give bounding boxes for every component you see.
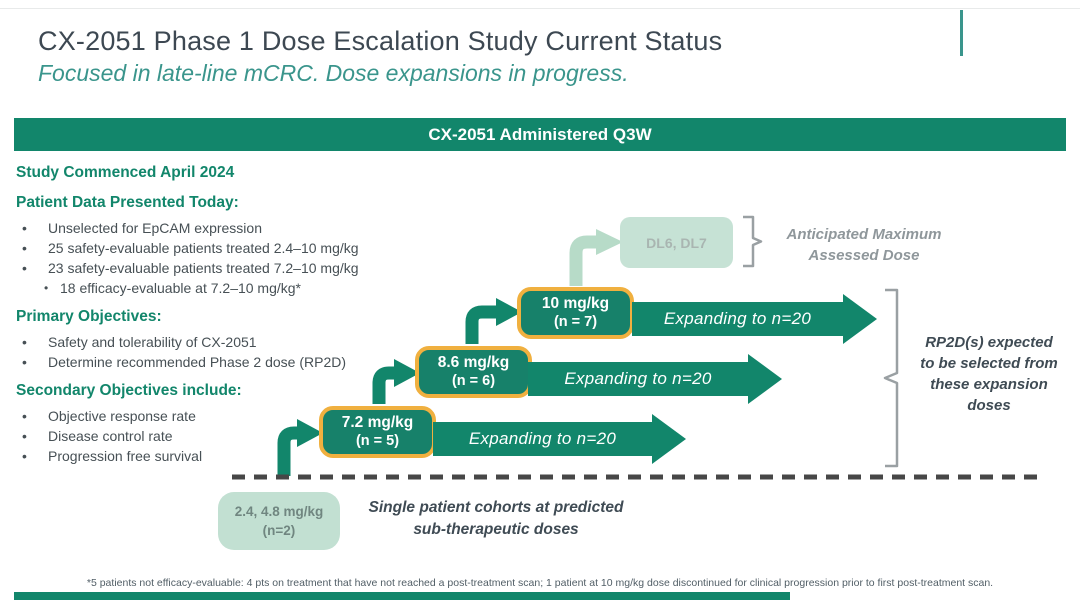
list-item: Progression free survival [16, 446, 450, 466]
administration-banner: CX-2051 Administered Q3W [14, 118, 1066, 151]
list-item: Safety and tolerability of CX-2051 [16, 332, 450, 352]
header-divider [0, 8, 1080, 9]
dose-n-label: (n = 7) [553, 314, 598, 330]
expanding-arrow-10mgkg: Expanding to n=20 [632, 294, 877, 344]
anticipated-max-dose-note: Anticipated Maximum Assessed Dose [786, 226, 942, 264]
header-accent-bar [960, 10, 963, 56]
slide-title: CX-2051 Phase 1 Dose Escalation Study Cu… [38, 26, 723, 56]
dose-label: 10 mg/kg [541, 295, 610, 312]
future-escalation-arrowhead [596, 229, 623, 255]
list-item: Disease control rate [16, 426, 450, 446]
expanding-arrow-8-6mgkg: Expanding to n=20 [528, 354, 782, 404]
subtherapeutic-note: Single patient cohorts at predicted sub-… [368, 499, 624, 538]
dose-box-8-6mgkg: 8.6 mg/kg (n = 6) [415, 346, 532, 398]
expanding-arrow-label: Expanding to n=20 [468, 429, 617, 448]
dose-n-label: (n = 6) [451, 373, 496, 389]
list-item: 25 safety-evaluable patients treated 2.4… [16, 238, 450, 258]
expansion-bracket [883, 288, 899, 468]
subtherapeutic-dose-box: 2.4, 4.8 mg/kg (n=2) [218, 492, 340, 550]
list-item: Unselected for EpCAM expression [16, 218, 450, 238]
study-info-panel: Study Commenced April 2024 Patient Data … [16, 162, 450, 466]
list-item: Objective response rate [16, 406, 450, 426]
dose-box-7-2mgkg: 7.2 mg/kg (n = 5) [319, 406, 436, 458]
arrowhead-icon [748, 354, 782, 404]
list-item: 23 safety-evaluable patients treated 7.2… [16, 258, 450, 278]
rp2d-note: RP2D(s) expected to be selected from the… [920, 334, 1058, 414]
slide-subtitle: Focused in late-line mCRC. Dose expansio… [38, 60, 629, 86]
dose-label: 7.2 mg/kg [341, 414, 414, 431]
future-escalation-arrow [569, 235, 598, 286]
bullet-text: Disease control rate [48, 428, 173, 444]
arrowhead-icon [843, 294, 877, 344]
primary-objectives-heading: Primary Objectives: [16, 308, 162, 325]
expanding-arrow-label: Expanding to n=20 [564, 369, 712, 388]
patient-data-heading: Patient Data Presented Today: [16, 194, 239, 211]
bullet-text: 23 safety-evaluable patients treated 7.2… [48, 260, 359, 276]
bullet-text: Objective response rate [48, 408, 196, 424]
bullet-text: Unselected for EpCAM expression [48, 220, 262, 236]
bottom-accent-bar [14, 592, 790, 600]
bullet-text: Determine recommended Phase 2 dose (RP2D… [48, 354, 347, 370]
bullet-text: Safety and tolerability of CX-2051 [48, 334, 257, 350]
arrowhead-icon [652, 414, 686, 464]
dose-n-label: (n=2) [262, 523, 296, 538]
secondary-objectives-heading: Secondary Objectives include: [16, 382, 242, 399]
dose-box-10mgkg: 10 mg/kg (n = 7) [517, 287, 634, 339]
bullet-text: 25 safety-evaluable patients treated 2.4… [48, 240, 359, 256]
dose-label: 2.4, 4.8 mg/kg [234, 504, 324, 519]
future-dose-box: DL6, DL7 [620, 217, 733, 268]
future-dose-label: DL6, DL7 [646, 234, 707, 251]
list-sub-item: 18 efficacy-evaluable at 7.2–10 mg/kg* [16, 278, 450, 298]
dose-n-label: (n = 5) [355, 433, 400, 449]
expanding-arrow-label: Expanding to n=20 [663, 309, 812, 328]
footnote: *5 patients not efficacy-evaluable: 4 pt… [86, 577, 994, 589]
list-item: Determine recommended Phase 2 dose (RP2D… [16, 352, 450, 372]
expanding-arrow-7-2mgkg: Expanding to n=20 [433, 414, 686, 464]
bullet-text: Progression free survival [48, 448, 203, 464]
dose-label: 8.6 mg/kg [437, 354, 510, 371]
study-commenced-heading: Study Commenced April 2024 [16, 164, 235, 181]
bullet-text: 18 efficacy-evaluable at 7.2–10 mg/kg* [60, 280, 302, 296]
future-box-bracket [743, 215, 763, 268]
